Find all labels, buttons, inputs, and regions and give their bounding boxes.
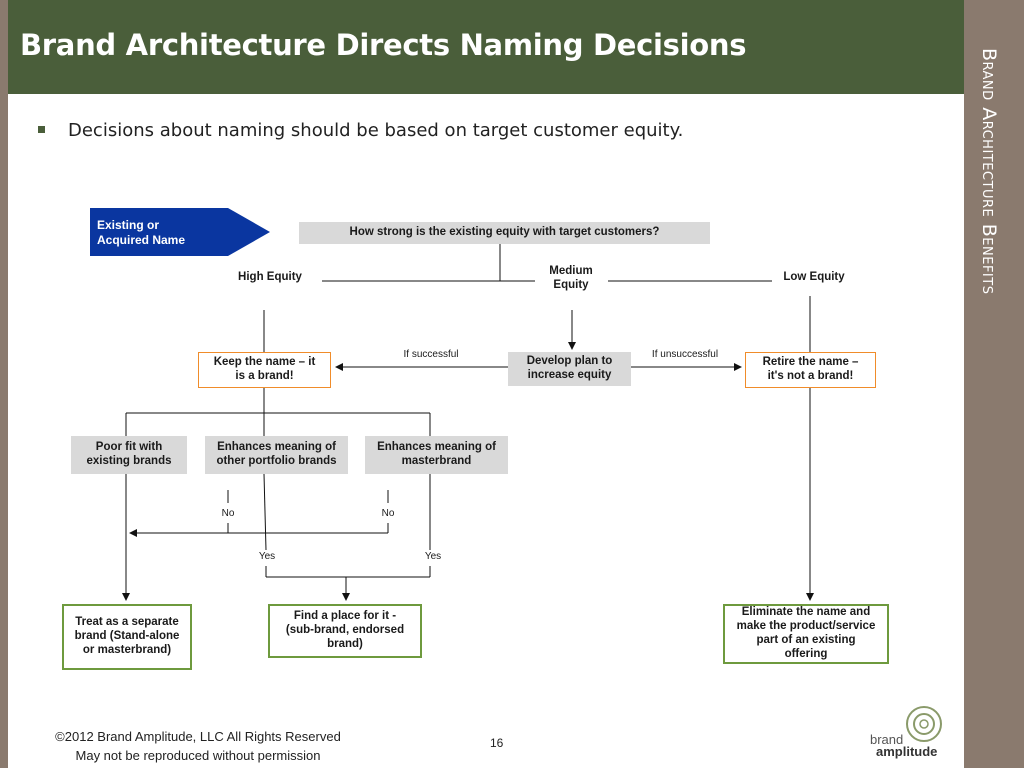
no-label-2: No	[381, 508, 395, 519]
low-equity-label: Low Equity	[783, 271, 845, 284]
find-place-box: Find a place for it - (sub-brand, endors…	[268, 604, 422, 658]
slide-title: Brand Architecture Directs Naming Decisi…	[20, 28, 747, 62]
question-box: How strong is the existing equity with t…	[299, 222, 710, 244]
eliminate-name-box: Eliminate the name and make the product/…	[723, 604, 889, 664]
poor-fit-box: Poor fit with existing brands	[71, 436, 187, 474]
copyright-line: ©2012 Brand Amplitude, LLC All Rights Re…	[55, 729, 341, 744]
treat-separate-box: Treat as a separate brand (Stand-alone o…	[62, 604, 192, 670]
brand-amplitude-logo-icon	[906, 706, 942, 742]
enhances-masterbrand-box: Enhances meaning of masterbrand	[365, 436, 508, 474]
if-successful-label: If successful	[403, 349, 459, 360]
title-bar: Brand Architecture Directs Naming Decisi…	[8, 0, 964, 94]
yes-label-2: Yes	[424, 551, 442, 562]
no-label-1: No	[221, 508, 235, 519]
develop-plan-box: Develop plan to increase equity	[508, 352, 631, 386]
section-side-label: Brand Architecture Benefits	[978, 48, 1000, 295]
bullet-text: Decisions about naming should be based o…	[68, 120, 684, 141]
start-arrow-shape	[90, 208, 270, 256]
yes-label-1: Yes	[258, 551, 276, 562]
page-number: 16	[490, 736, 504, 750]
left-frame	[0, 0, 8, 768]
keep-name-box: Keep the name – it is a brand!	[198, 352, 331, 388]
footer-copyright: ©2012 Brand Amplitude, LLC All Rights Re…	[38, 728, 358, 766]
retire-name-box: Retire the name – it's not a brand!	[745, 352, 876, 388]
right-frame	[964, 0, 1024, 768]
enhances-portfolio-box: Enhances meaning of other portfolio bran…	[205, 436, 348, 474]
logo-text-brand: brand	[870, 732, 904, 747]
logo-text-amplitude: amplitude	[876, 744, 938, 759]
medium-equity-label: Medium Equity	[549, 265, 593, 291]
start-node-label: Existing or Acquired Name	[97, 218, 186, 247]
high-equity-label: High Equity	[238, 271, 302, 284]
bullet-square-icon	[38, 126, 45, 133]
if-unsuccessful-label: If unsuccessful	[651, 349, 719, 360]
permission-line: May not be reproduced without permission	[75, 747, 321, 763]
